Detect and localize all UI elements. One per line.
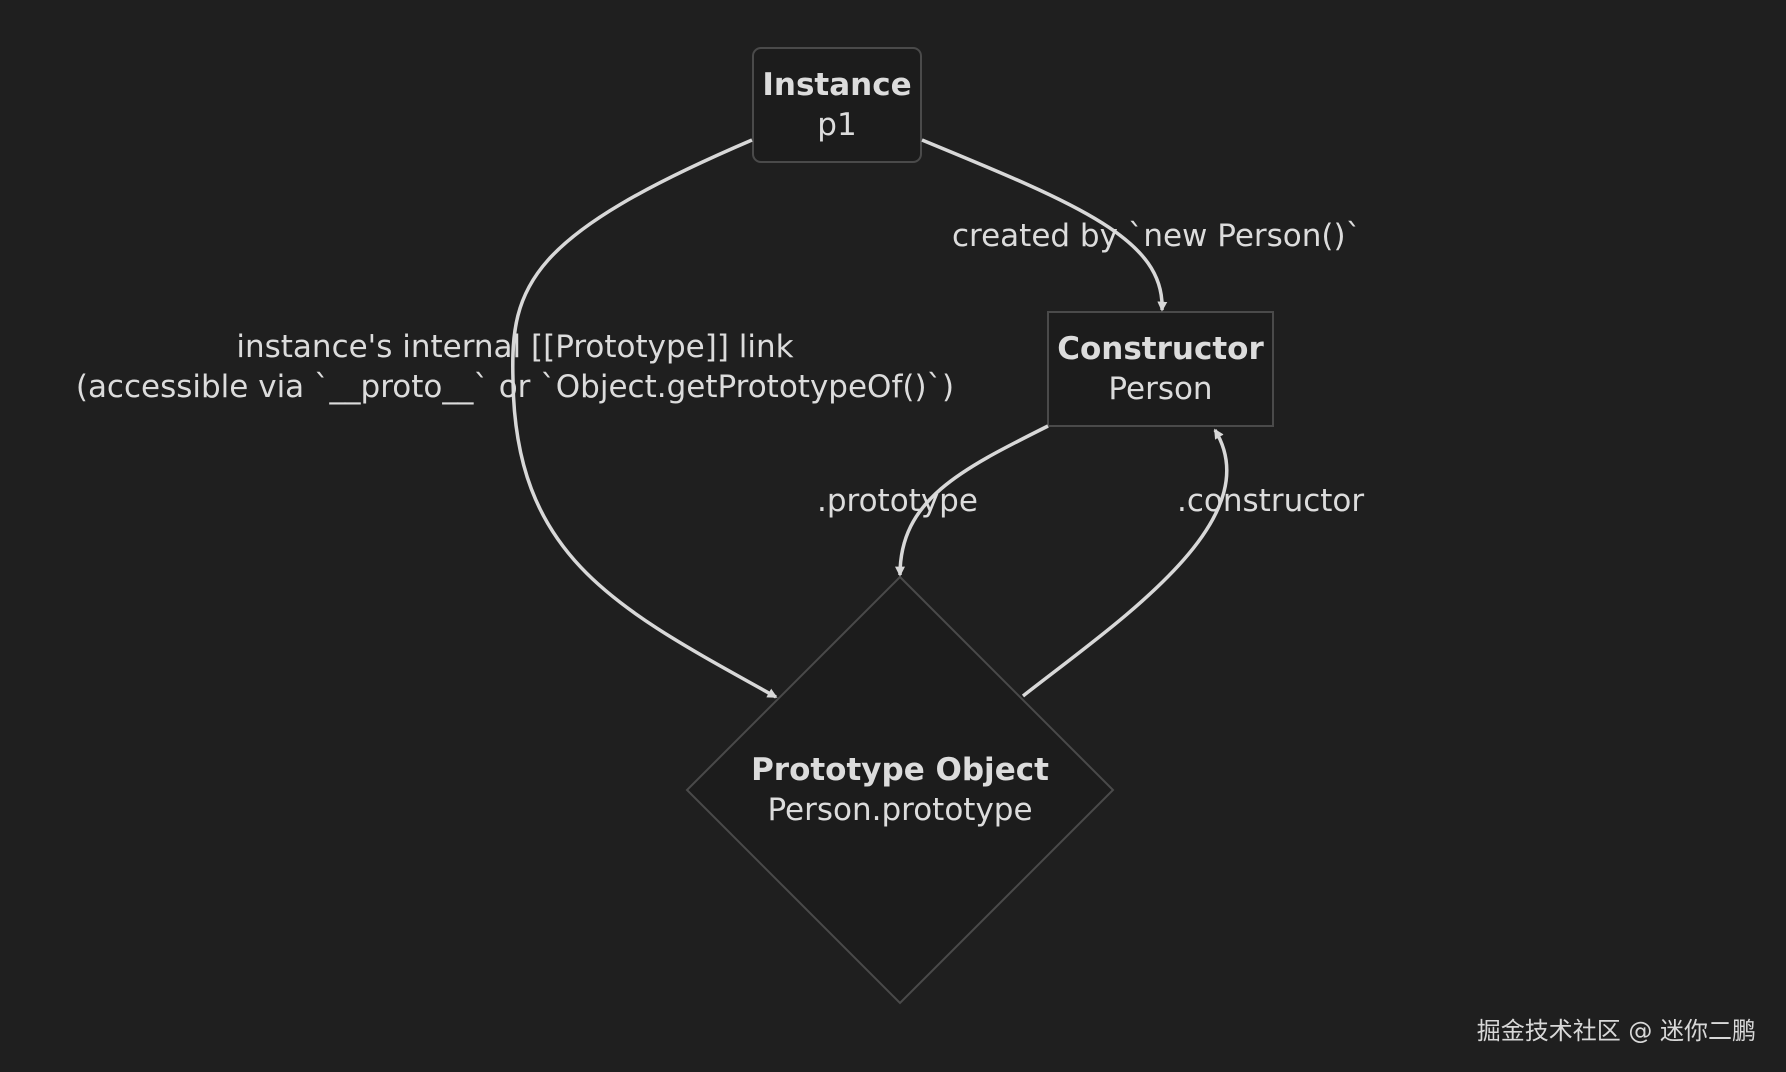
edge-label-prototype-prop: .prototype (817, 483, 978, 519)
edge-label-proto-link: instance's internal [[Prototype]] link (… (55, 327, 975, 407)
constructor-node[interactable] (1047, 311, 1274, 427)
edge-constructor-to-prototype (895, 424, 1049, 577)
constructor-subtitle: Person (1108, 371, 1213, 407)
prototype-node[interactable] (685, 575, 1115, 1005)
prototype-title: Prototype Object (751, 752, 1049, 788)
instance-subtitle: p1 (817, 107, 857, 143)
edge-instance-to-prototype (510, 138, 778, 699)
edge-label-constructor-prop: .constructor (1177, 483, 1365, 519)
instance-node-label: Instance p1 (753, 65, 921, 145)
edge-label-proto-link-line1: instance's internal [[Prototype]] link (236, 329, 794, 365)
watermark-text: 掘金技术社区 @ 迷你二鹏 (1476, 1017, 1756, 1045)
prototype-node-label: Prototype Object Person.prototype (700, 750, 1100, 830)
edge-prototype-to-constructor (1021, 428, 1229, 698)
instance-node[interactable] (752, 47, 922, 163)
prototype-subtitle: Person.prototype (767, 792, 1033, 828)
edge-instance-to-constructor (921, 138, 1168, 312)
constructor-title: Constructor (1057, 331, 1264, 367)
instance-title: Instance (762, 67, 912, 103)
constructor-node-label: Constructor Person (1048, 329, 1273, 409)
edge-label-created-by: created by `new Person()` (952, 218, 1362, 254)
edge-label-proto-link-line2: (accessible via `__proto__` or `Object.g… (75, 369, 955, 405)
